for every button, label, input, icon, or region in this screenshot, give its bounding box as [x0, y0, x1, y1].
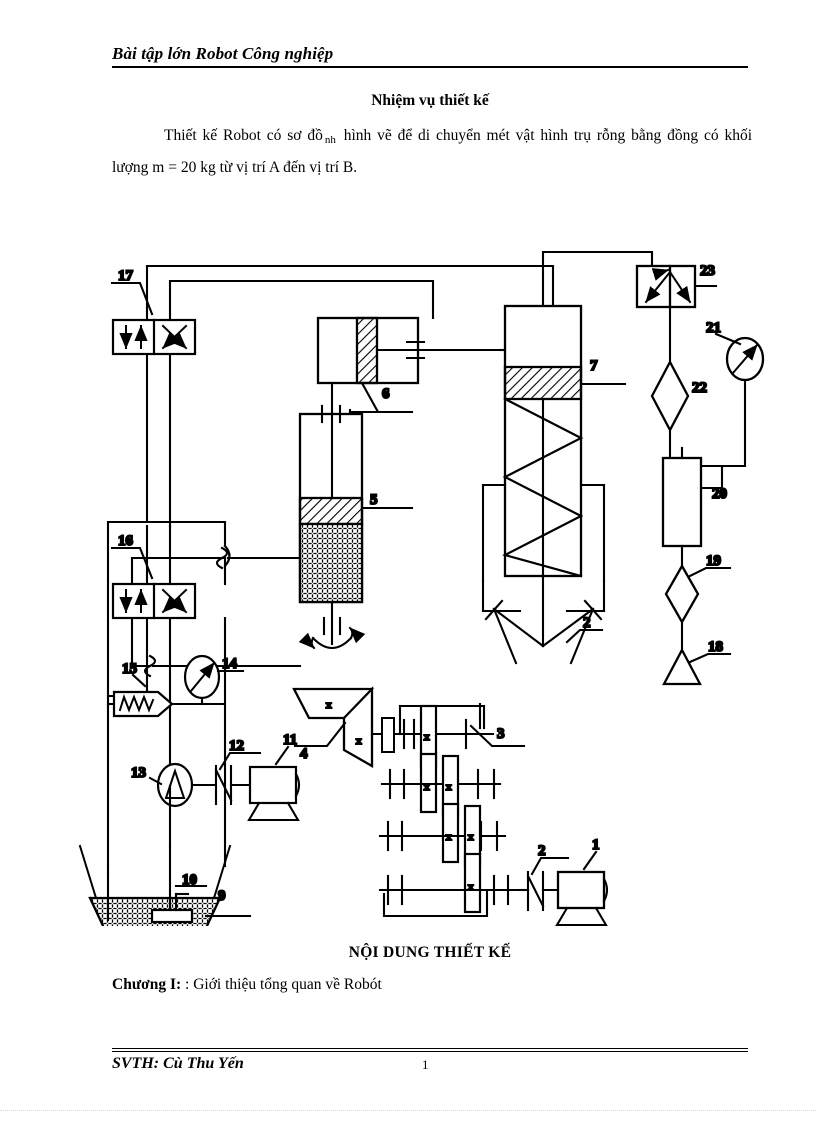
label-leader-21: [714, 332, 742, 346]
gearbox-coupling-2: [518, 870, 560, 912]
page-footer: SVTH: Cù Thu Yến 1: [112, 1048, 748, 1079]
label-leader-16: [110, 546, 154, 580]
relief-valve-15[interactable]: [106, 690, 227, 718]
gear-train-3: x x x x: [370, 702, 522, 918]
label-20: 20: [712, 486, 727, 502]
label-leader-gripper-2: [565, 628, 604, 644]
horizontal-cylinder-6: [316, 316, 502, 414]
content-section-title: NỘI DUNG THIẾT KẾ: [348, 944, 512, 961]
gear-cross-mark: x: [468, 831, 474, 843]
gear-cross-mark: x: [356, 735, 362, 747]
label-leader-19: [688, 566, 732, 578]
header-rule: [112, 66, 748, 68]
label-gripper-2: 2: [583, 615, 591, 631]
label-1: 1: [592, 837, 600, 853]
label-leader-1: [582, 850, 598, 871]
intro-line1-subscript: nh: [324, 134, 336, 146]
page-bottom-edge: [0, 1110, 816, 1124]
air-compressor-18: [662, 647, 702, 686]
suction-filter-10: [150, 892, 194, 924]
footer-page-number: 1: [422, 1057, 429, 1072]
label-16: 16: [118, 533, 134, 549]
label-leader-gearbox-2: [530, 856, 570, 876]
chapter-label: Chương I:: [112, 976, 182, 993]
pump-drive-motor-11: [247, 765, 301, 822]
label-leader-18: [688, 652, 732, 664]
label-3: 3: [497, 726, 505, 742]
air-receiver-20: [661, 446, 724, 568]
assignment-heading: Nhiệm vụ thiết kế: [371, 92, 489, 109]
gripper-assembly: [481, 483, 606, 665]
intro-line1-part-a: Thiết kế Robot có sơ đồ: [164, 127, 323, 144]
label-19: 19: [706, 553, 721, 569]
label-22: 22: [692, 380, 707, 396]
air-regulator-22: [650, 359, 690, 468]
air-filter-19: [664, 563, 700, 652]
vertical-cylinder-5: [298, 404, 366, 650]
directional-control-valve-16[interactable]: [111, 582, 197, 620]
label-23: 23: [700, 263, 715, 279]
label-5: 5: [370, 492, 378, 508]
label-leader-6: [348, 381, 414, 414]
label-leader-3: [469, 724, 526, 748]
label-9: 9: [218, 888, 226, 904]
label-15: 15: [122, 661, 137, 677]
label-leader-12: [218, 751, 262, 771]
pump-coupling-12: [214, 764, 252, 806]
gear-cross-mark: x: [424, 731, 430, 743]
label-12: 12: [229, 738, 244, 754]
label-10: 10: [182, 872, 197, 888]
directional-control-valve-17[interactable]: [111, 318, 197, 356]
gear-cross-mark: x: [326, 699, 332, 711]
label-21: 21: [706, 320, 721, 336]
gear-cross-mark: x: [446, 781, 452, 793]
chapter-entry: Chương I: : Giới thiệu tổng quan về Robó…: [112, 976, 748, 994]
label-18: 18: [708, 639, 723, 655]
footer-rule-top: [112, 1048, 748, 1049]
label-13: 13: [131, 765, 146, 781]
footer-author: SVTH: Cù Thu Yến: [112, 1055, 244, 1072]
label-7: 7: [590, 358, 598, 374]
pneumatic-valve-23[interactable]: [635, 264, 697, 364]
intro-line2: bằng đồng có khối lượng m = 20 kg từ vị …: [112, 127, 753, 176]
label-14: 14: [222, 656, 238, 672]
label-17: 17: [118, 268, 134, 284]
label-leader-17: [110, 281, 154, 316]
label-leader-4: [293, 721, 347, 748]
page-header: Bài tập lớn Robot Công nghiệp: [112, 44, 748, 68]
footer-row: SVTH: Cù Thu Yến 1: [112, 1055, 748, 1079]
label-gearbox-2: 2: [538, 843, 546, 859]
footer-rule-bottom: [112, 1051, 748, 1052]
hydraulic-pump-13: [156, 762, 217, 848]
header-title: Bài tập lớn Robot Công nghiệp: [112, 44, 334, 63]
gear-cross-mark: x: [424, 781, 430, 793]
spring-cylinder-7: [498, 250, 654, 648]
pressure-gauge-14: [183, 654, 221, 706]
label-leader-15: [131, 673, 147, 688]
intro-line1-part-b: hình vẽ để di chuyển mét vật hình trụ rỗ…: [343, 127, 626, 144]
gear-cross-mark: x: [468, 881, 474, 893]
label-11: 11: [283, 732, 297, 748]
electric-motor-1: [555, 870, 609, 926]
chapter-text: : Giới thiệu tổng quan về Robót: [185, 976, 382, 993]
label-leader-13: [148, 776, 163, 786]
label-4: 4: [300, 746, 308, 762]
robot-hydraulic-schematic: 17 16: [0, 226, 816, 926]
label-6: 6: [382, 386, 390, 402]
schematic-svg: 17 16: [78, 250, 765, 926]
label-leader-11: [274, 745, 290, 766]
